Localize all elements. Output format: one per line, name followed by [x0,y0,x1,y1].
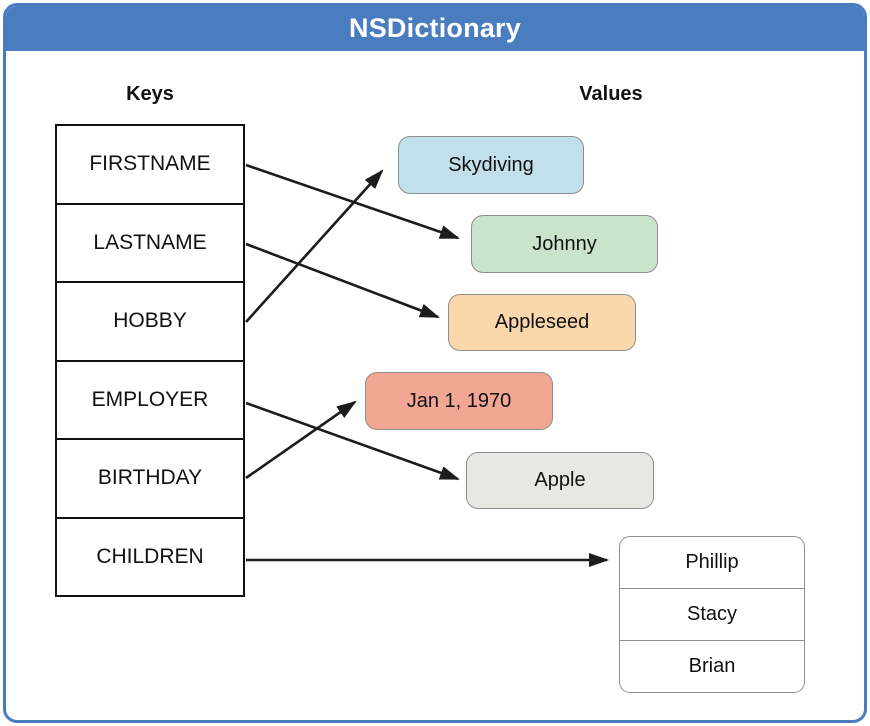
child-row-brian: Brian [620,640,804,692]
child-row-stacy: Stacy [620,588,804,640]
keys-table: FIRSTNAME LASTNAME HOBBY EMPLOYER BIRTHD… [55,124,245,597]
value-box-appleseed: Appleseed [448,294,636,351]
key-row-birthday: BIRTHDAY [57,438,243,517]
children-values-table: Phillip Stacy Brian [619,536,805,693]
value-box-apple: Apple [466,452,654,509]
keys-column-header: Keys [126,83,174,105]
value-box-skydiving: Skydiving [398,136,584,194]
key-row-employer: EMPLOYER [57,359,243,439]
value-box-jan-1-1970: Jan 1, 1970 [365,372,553,430]
key-row-children: CHILDREN [57,516,243,596]
values-column-header: Values [579,83,643,105]
child-row-phillip: Phillip [685,551,739,573]
key-row-hobby: HOBBY [57,281,243,360]
diagram-title: NSDictionary [349,13,521,43]
value-box-johnny: Johnny [471,215,658,273]
diagram-title-bar: NSDictionary [6,6,864,51]
key-row-firstname: FIRSTNAME [89,152,211,176]
key-row-lastname: LASTNAME [57,202,243,282]
